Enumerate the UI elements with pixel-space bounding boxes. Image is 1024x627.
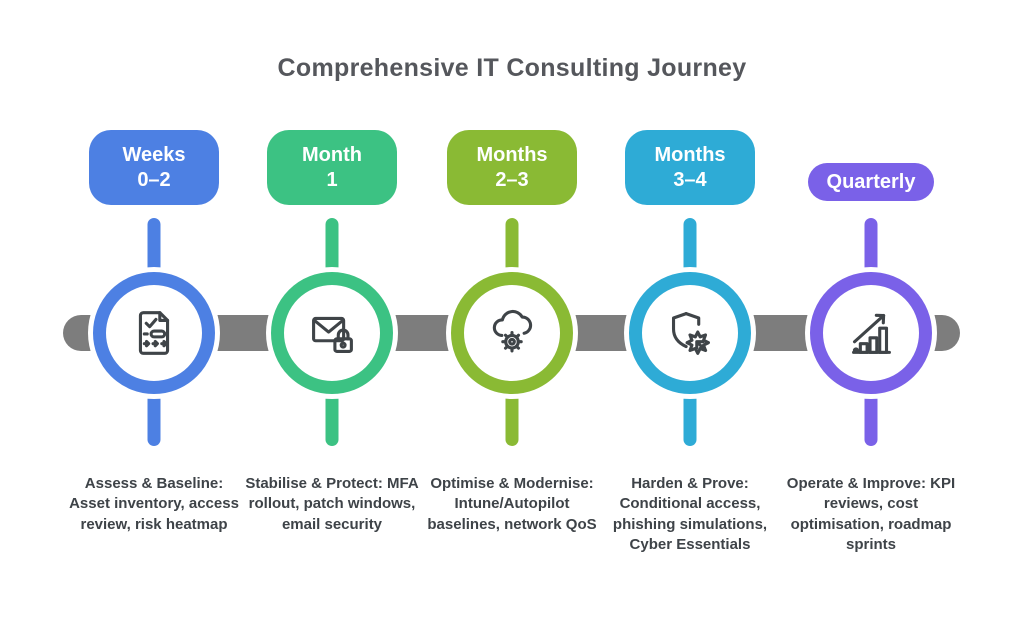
connector-stem-bottom — [683, 388, 697, 446]
stage-label-line1: Months — [476, 143, 548, 166]
stage-label-line2: 3–4 — [673, 168, 707, 191]
connector-stem-bottom — [505, 388, 519, 446]
stage-description: Assess & Baseline: Asset inventory, acce… — [69, 475, 239, 533]
stage-description: Stabilise & Protect: MFA rollout, patch … — [245, 475, 419, 533]
audit-checklist-icon — [123, 302, 185, 364]
stage-label-pill: Weeks 0–2 — [89, 130, 219, 205]
connector-stem-top — [683, 218, 697, 278]
connector-stem-bottom — [147, 388, 161, 446]
connector-stem-bottom — [864, 388, 878, 446]
connector-stem-top — [147, 218, 161, 278]
stage-column-months-2-3: Months 2–3 Optimise & Modernise: Intune/… — [417, 130, 607, 600]
stage-description: Harden & Prove: Conditional access, phis… — [612, 475, 768, 553]
stage-circle — [271, 272, 393, 394]
stage-description: Operate & Improve: KPI reviews, cost opt… — [786, 475, 956, 553]
stage-label-line2: 1 — [326, 168, 338, 191]
connector-stem-top — [505, 218, 519, 278]
connector-stem-top — [864, 218, 878, 278]
stage-column-months-3-4: Months 3–4 Harden & Prove: Conditional a… — [595, 130, 785, 600]
stage-label-pill: Month 1 — [267, 130, 397, 205]
stage-circle — [451, 272, 573, 394]
stage-circle — [93, 272, 215, 394]
stage-label-line1: Quarterly — [826, 170, 916, 193]
cloud-settings-icon — [481, 302, 543, 364]
connector-stem-top — [325, 218, 339, 278]
stage-column-quarterly: Quarterly Operate & Improve: KPI reviews… — [776, 130, 966, 600]
shield-attack-icon — [659, 302, 721, 364]
stage-column-month-1: Month 1 Stabilise & Protect: MFA rollout… — [237, 130, 427, 600]
connector-stem-bottom — [325, 388, 339, 446]
stage-label-pill: Months 2–3 — [447, 130, 577, 205]
stage-label-line1: Months — [654, 143, 726, 166]
stage-circle — [629, 272, 751, 394]
growth-chart-icon — [840, 302, 902, 364]
stage-description: Optimise & Modernise: Intune/Autopilot b… — [427, 475, 597, 533]
stage-circle — [810, 272, 932, 394]
stage-label-line2: 2–3 — [495, 168, 529, 191]
stage-label-line1: Weeks — [122, 143, 186, 166]
stage-label-pill: Months 3–4 — [625, 130, 755, 205]
stage-label-pill: Quarterly — [808, 163, 934, 201]
stage-label-line1: Month — [302, 143, 362, 166]
stage-column-weeks-0-2: Weeks 0–2 Assess & Baseline: Asset inven… — [59, 130, 249, 600]
page-title: Comprehensive IT Consulting Journey — [277, 54, 747, 82]
stage-label-line2: 0–2 — [137, 168, 171, 191]
email-security-icon — [301, 302, 363, 364]
